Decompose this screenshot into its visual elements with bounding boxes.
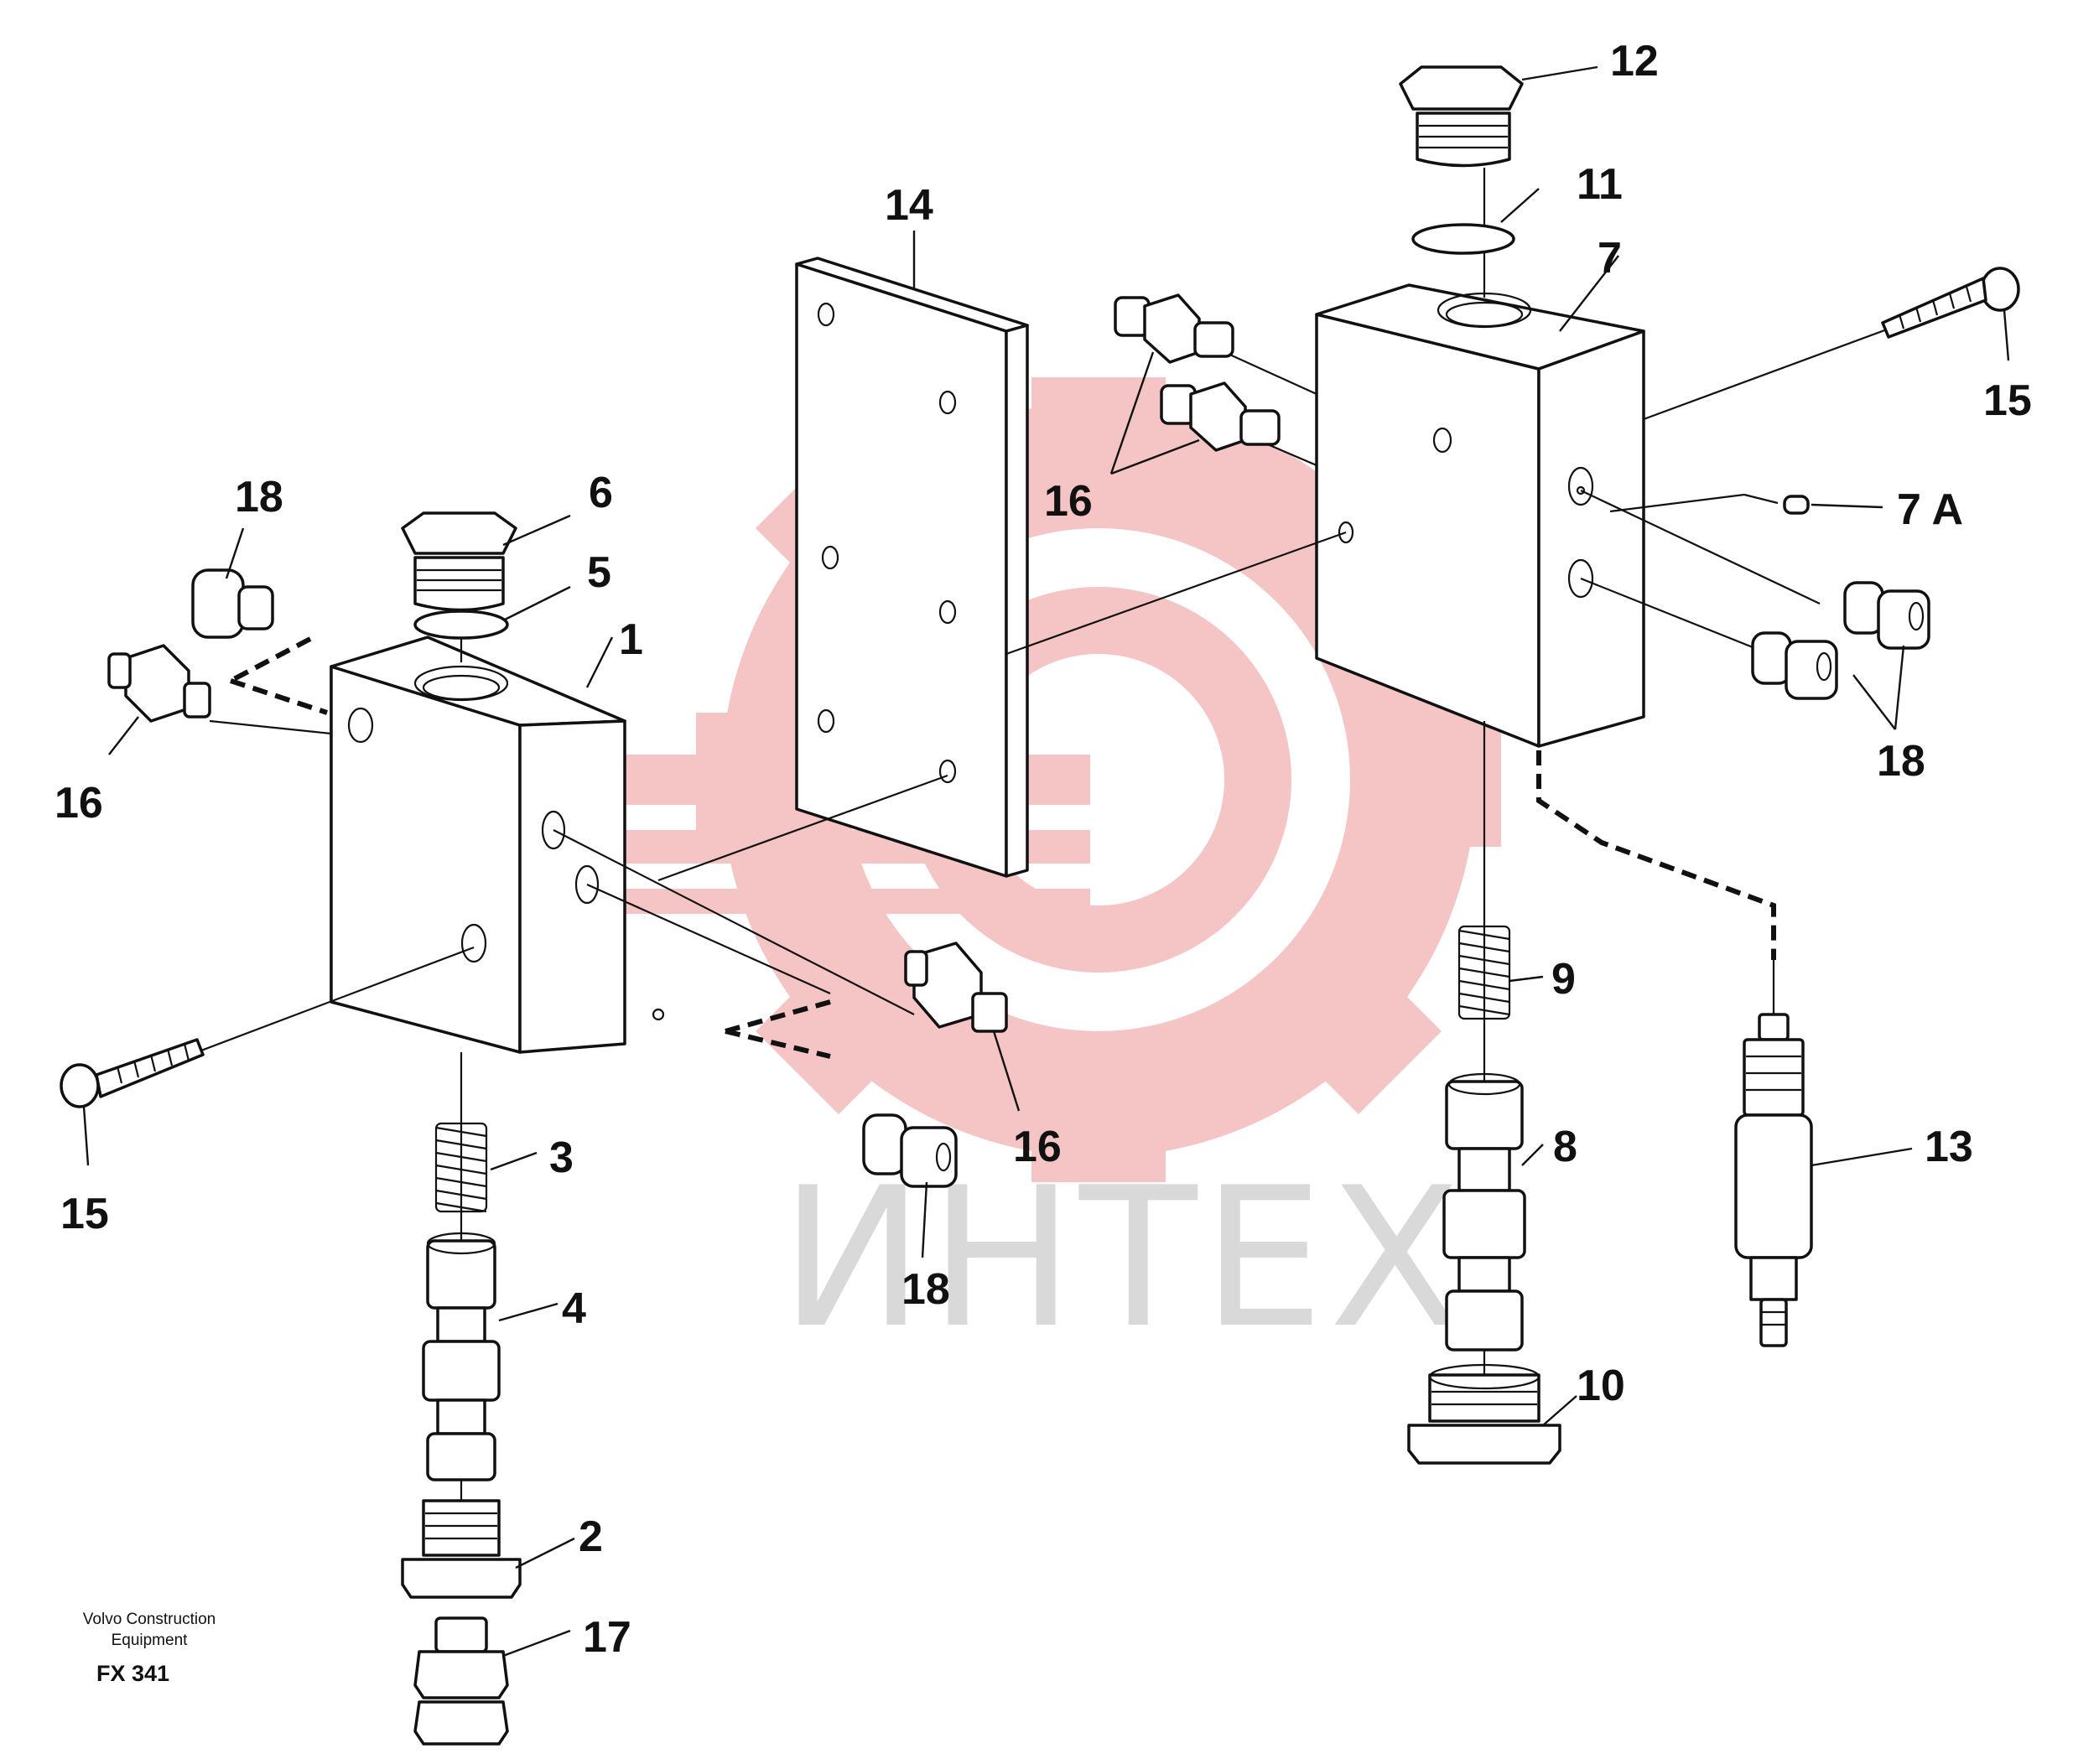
label-17: 17 xyxy=(583,1613,631,1662)
label-12: 12 xyxy=(1610,37,1659,86)
label-6: 6 xyxy=(589,469,613,517)
o-ring-5 xyxy=(413,610,509,640)
spool-4 xyxy=(422,1232,501,1481)
label-5: 5 xyxy=(587,548,611,597)
plug-18-right-a xyxy=(1843,581,1930,650)
fitting-16-mid xyxy=(904,942,1008,1033)
label-8: 8 xyxy=(1553,1123,1577,1171)
plug-6 xyxy=(401,511,517,612)
fitting-16-right-bottom xyxy=(1160,381,1281,452)
screw-15-right xyxy=(1881,267,2020,339)
label-10: 10 xyxy=(1577,1362,1625,1410)
label-15-right: 15 xyxy=(1983,376,2032,425)
watermark-text: ИНТЕХ xyxy=(780,1147,1466,1371)
caption-line2: Equipment xyxy=(112,1632,189,1649)
label-15-left: 15 xyxy=(60,1190,109,1238)
label-7: 7 xyxy=(1598,234,1622,283)
label-2: 2 xyxy=(579,1512,603,1561)
screw-15-left xyxy=(60,1038,205,1108)
plug-12 xyxy=(1399,65,1524,168)
label-1: 1 xyxy=(619,615,643,664)
fitting-16-left xyxy=(107,644,211,723)
valve-block-1 xyxy=(330,636,665,1054)
pin-7a xyxy=(1783,495,1810,515)
label-16-right: 16 xyxy=(1044,477,1093,526)
caption-code: FX 341 xyxy=(96,1661,169,1686)
label-16-mid: 16 xyxy=(1013,1123,1062,1171)
label-14: 14 xyxy=(885,181,933,230)
label-3: 3 xyxy=(549,1134,574,1182)
fitting-17 xyxy=(413,1616,509,1746)
sensor-13 xyxy=(1734,1013,1813,1347)
spool-8 xyxy=(1442,1072,1526,1352)
plug-18-mid xyxy=(862,1113,958,1188)
valve-block-7 xyxy=(1315,283,1645,748)
nut-10 xyxy=(1407,1363,1561,1465)
label-7a: 7 A xyxy=(1897,485,1963,534)
plug-18-right-b xyxy=(1751,631,1838,700)
plug-18-left xyxy=(191,568,274,639)
nut-2 xyxy=(401,1499,522,1599)
label-18-mid: 18 xyxy=(901,1265,950,1314)
plate-14 xyxy=(795,257,1029,878)
leader-lines xyxy=(82,65,2010,1658)
dashed-connections xyxy=(229,636,1776,1059)
label-16-left: 16 xyxy=(55,779,103,828)
o-ring-11 xyxy=(1411,223,1515,255)
label-11: 11 xyxy=(1577,160,1623,209)
caption-line1: Volvo Construction xyxy=(83,1611,216,1628)
spring-3 xyxy=(434,1122,488,1213)
fitting-16-right-top xyxy=(1114,293,1234,364)
label-13: 13 xyxy=(1925,1123,1973,1171)
label-4: 4 xyxy=(562,1284,586,1333)
label-9: 9 xyxy=(1551,955,1576,1004)
label-18-right: 18 xyxy=(1877,737,1925,786)
spring-9 xyxy=(1457,925,1511,1020)
label-18-left: 18 xyxy=(235,473,283,521)
